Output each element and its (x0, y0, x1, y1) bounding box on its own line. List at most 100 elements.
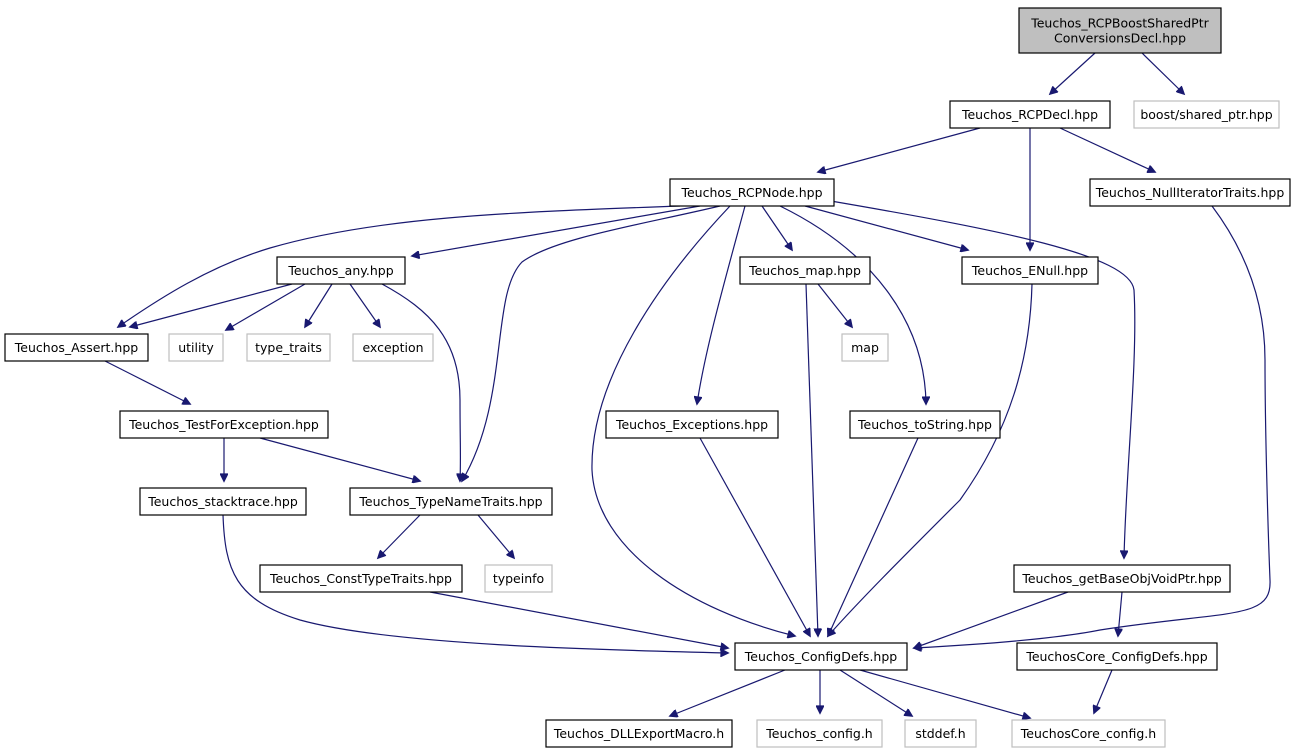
node-box-typeinfo (484, 564, 553, 593)
node-box-typetraits (246, 333, 331, 362)
node-label-enull: Teuchos_ENull.hpp (971, 263, 1088, 278)
edge-rcpnode-to-map (761, 205, 792, 250)
node-map[interactable]: Teuchos_map.hpp (739, 256, 871, 285)
node-box-config (756, 719, 883, 748)
node-box-rcpdecl (949, 100, 1111, 129)
node-box-map (739, 256, 871, 285)
edge-getbase-to-configdefs (914, 591, 1069, 648)
edge-any-to-utility (226, 283, 306, 330)
node-box-rcpnode (669, 178, 835, 207)
node-enull[interactable]: Teuchos_ENull.hpp (961, 256, 1099, 285)
node-label-typename: Teuchos_TypeNameTraits.hpp (358, 494, 542, 509)
node-label-typetraits: type_traits (255, 340, 322, 355)
edge-assert-to-testforexc (104, 360, 190, 404)
node-label-rcpnode: Teuchos_RCPNode.hpp (680, 185, 822, 200)
node-label-map: Teuchos_map.hpp (748, 263, 861, 278)
node-label-root-line-1: Teuchos_RCPBoostSharedPtr (1030, 16, 1209, 31)
edge-rcpnode-to-tostring (779, 205, 926, 404)
node-consttype[interactable]: Teuchos_ConstTypeTraits.hpp (259, 564, 463, 593)
node-box-mapstd (841, 333, 889, 362)
node-configdefs[interactable]: Teuchos_ConfigDefs.hpp (734, 642, 908, 671)
node-label-dllexport: Teuchos_DLLExportMacro.h (553, 726, 724, 741)
node-box-any (276, 256, 406, 285)
node-label-exception: exception (362, 340, 423, 355)
node-label-root-line-2: ConversionsDecl.hpp (1054, 31, 1186, 46)
node-root[interactable]: Teuchos_RCPBoostSharedPtrConversionsDecl… (1018, 7, 1222, 54)
node-exceptions[interactable]: Teuchos_Exceptions.hpp (605, 410, 779, 439)
node-box-typename (349, 487, 553, 516)
node-box-coreconfig (1011, 719, 1166, 748)
node-box-exceptions (605, 410, 779, 439)
node-label-boostshared: boost/shared_ptr.hpp (1140, 107, 1272, 122)
node-mapstd: map (841, 333, 889, 362)
edge-rcpnode-to-any (412, 205, 701, 256)
edge-stacktrace-to-configdefs (222, 514, 728, 653)
edge-any-to-typename (381, 283, 460, 481)
node-label-nulliter: Teuchos_NullIteratorTraits.hpp (1095, 185, 1285, 200)
node-label-exceptions: Teuchos_Exceptions.hpp (615, 417, 768, 432)
node-dllexport[interactable]: Teuchos_DLLExportMacro.h (545, 719, 733, 748)
node-label-configdefs: Teuchos_ConfigDefs.hpp (744, 649, 897, 664)
node-box-nulliter (1089, 178, 1291, 207)
node-label-testforexc: Teuchos_TestForException.hpp (128, 417, 319, 432)
node-stddef: stddef.h (904, 719, 977, 748)
node-label-getbase: Teuchos_getBaseObjVoidPtr.hpp (1021, 571, 1221, 586)
node-coreconfig: TeuchosCore_config.h (1011, 719, 1166, 748)
node-stacktrace[interactable]: Teuchos_stacktrace.hpp (139, 487, 307, 516)
edge-tostring-to-configdefs (828, 437, 919, 636)
edge-exceptions-to-configdefs (699, 437, 810, 636)
edge-typename-to-typeinfo (477, 514, 514, 558)
edge-rcpnode-to-enull (804, 205, 968, 250)
edge-testforexc-to-typename (259, 437, 420, 481)
node-label-utility: utility (178, 340, 214, 355)
edge-consttype-to-configdefs (429, 591, 728, 648)
node-rcpnode[interactable]: Teuchos_RCPNode.hpp (669, 178, 835, 207)
node-label-config: Teuchos_config.h (765, 726, 872, 741)
node-label-stddef: stddef.h (915, 726, 965, 741)
node-assert[interactable]: Teuchos_Assert.hpp (4, 333, 149, 362)
node-coreconfigdefs[interactable]: TeuchosCore_ConfigDefs.hpp (1016, 642, 1218, 671)
node-config: Teuchos_config.h (756, 719, 883, 748)
node-box-stddef (904, 719, 977, 748)
node-box-tostring (849, 410, 1001, 439)
node-label-consttype: Teuchos_ConstTypeTraits.hpp (269, 571, 452, 586)
node-box-dllexport (545, 719, 733, 748)
node-typename[interactable]: Teuchos_TypeNameTraits.hpp (349, 487, 553, 516)
node-utility: utility (168, 333, 224, 362)
node-rcpdecl[interactable]: Teuchos_RCPDecl.hpp (949, 100, 1111, 129)
node-box-root (1018, 7, 1222, 54)
node-box-boostshared (1133, 100, 1280, 129)
edge-map-to-mapstd (817, 283, 852, 327)
nodes-layer: Teuchos_RCPBoostSharedPtrConversionsDecl… (4, 7, 1291, 748)
edge-rcpdecl-to-nulliter (1059, 127, 1155, 172)
node-box-assert (4, 333, 149, 362)
edge-enull-to-configdefs (828, 283, 1033, 636)
edge-root-to-rcpdecl (1050, 52, 1096, 94)
edge-map-to-configdefs (805, 283, 818, 636)
edge-coreconfigdefs-to-coreconfig (1094, 669, 1113, 713)
node-typetraits: type_traits (246, 333, 331, 362)
node-box-enull (961, 256, 1099, 285)
edge-root-to-boostshared (1141, 52, 1184, 94)
node-nulliter[interactable]: Teuchos_NullIteratorTraits.hpp (1089, 178, 1291, 207)
node-any[interactable]: Teuchos_any.hpp (276, 256, 406, 285)
node-box-exception (352, 333, 434, 362)
node-box-stacktrace (139, 487, 307, 516)
node-box-testforexc (119, 410, 329, 439)
node-label-assert: Teuchos_Assert.hpp (14, 340, 138, 355)
node-box-coreconfigdefs (1016, 642, 1218, 671)
node-label-coreconfig: TeuchosCore_config.h (1020, 726, 1156, 741)
node-box-configdefs (734, 642, 908, 671)
node-testforexc[interactable]: Teuchos_TestForException.hpp (119, 410, 329, 439)
edge-any-to-exception (349, 283, 380, 327)
edge-any-to-assert (130, 283, 293, 327)
node-getbase[interactable]: Teuchos_getBaseObjVoidPtr.hpp (1013, 564, 1231, 593)
edge-configdefs-to-coreconfig (859, 669, 1030, 718)
node-exception: exception (352, 333, 434, 362)
edge-rcpnode-to-configdefs (591, 205, 795, 636)
node-tostring[interactable]: Teuchos_toString.hpp (849, 410, 1001, 439)
node-box-getbase (1013, 564, 1231, 593)
edge-rcpnode-to-getbase (824, 199, 1136, 558)
node-label-tostring: Teuchos_toString.hpp (857, 417, 992, 432)
